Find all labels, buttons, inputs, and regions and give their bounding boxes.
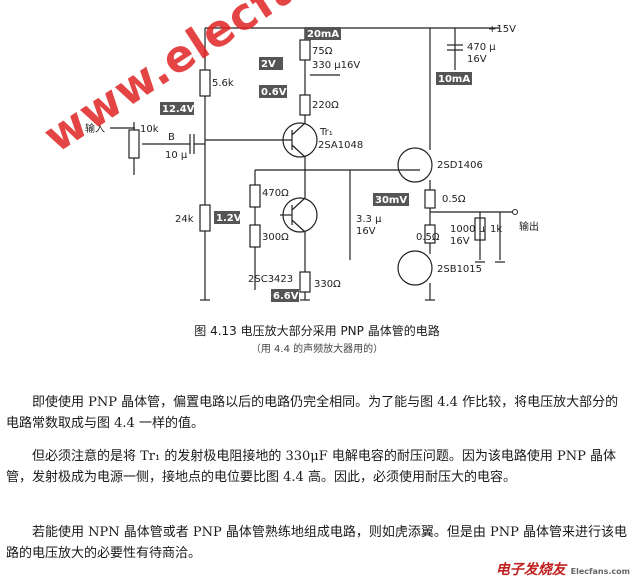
c-out-v: 16V	[450, 236, 470, 247]
tr1-label: Tr₁	[319, 127, 333, 138]
input-label: 输入	[85, 122, 105, 135]
logo-sub: Elecfans.com	[570, 567, 630, 576]
c-supply-v: 16V	[467, 54, 487, 65]
current-20ma: 20mA	[307, 29, 339, 40]
c-bias-v: 16V	[356, 226, 376, 237]
voltage-06v: 0.6V	[261, 87, 287, 98]
site-logo: 电子发烧友 Elecfans.com	[496, 559, 630, 579]
c-emitter: 330 μ16V	[312, 60, 360, 71]
r-220: 220Ω	[312, 100, 339, 111]
voltage-124v: 12.4V	[162, 104, 195, 115]
q-vas: 2SC3423	[248, 274, 293, 285]
circuit-schematic: 20mA 2V 0.6V 12.4V 1.2V 30mV 6.6V 10mA +…	[85, 24, 539, 302]
voltage-30mv: 30mV	[375, 195, 407, 206]
q-npn-out: 2SD1406	[437, 160, 483, 171]
c-bias: 3.3 μ	[356, 214, 382, 225]
r-top-bias: 5.6k	[212, 78, 234, 89]
current-10ma: 10mA	[438, 74, 470, 85]
output-label: 输出	[519, 220, 539, 233]
figure-subcaption: （用 4.4 的声频放大器用的）	[250, 344, 384, 355]
r-330: 330Ω	[314, 279, 341, 290]
q-pnp-out: 2SB1015	[437, 264, 482, 275]
r-emitter-top: 75Ω	[312, 46, 333, 57]
r-470: 470Ω	[262, 188, 289, 199]
c-supply: 470 μ	[467, 42, 496, 53]
r-05b: 0.5Ω	[416, 232, 440, 243]
tr1-part: 2SA1048	[318, 140, 363, 151]
voltage-2v: 2V	[261, 59, 276, 70]
paragraph-1: 即使使用 PNP 晶体管，偏置电路以后的电路仍完全相同。为了能与图 4.4 作比…	[6, 395, 619, 431]
b-mark: B	[168, 132, 175, 143]
voltage-12v: 1.2V	[216, 213, 242, 224]
c-out: 1000 μ	[450, 224, 486, 235]
r-bottom-bias: 24k	[175, 214, 194, 225]
c-in: 10 μ	[165, 150, 188, 161]
paragraph-2: 但必须注意的是将 Tr₁ 的发射极电阻接地的 330μF 电解电容的耐压问题。因…	[6, 449, 617, 485]
r-05a: 0.5Ω	[442, 194, 466, 205]
supply-label: +15V	[488, 24, 516, 35]
logo-main: 电子发烧友	[495, 562, 566, 578]
figure-caption: 图 4.13 电压放大部分采用 PNP 晶体管的电路	[194, 324, 440, 338]
vol-pot: 10k	[140, 124, 159, 135]
paragraph-3: 若能使用 NPN 晶体管或者 PNP 晶体管熟练地组成电路，则如虎添翼。但是由 …	[6, 525, 628, 561]
r-load: 1k	[490, 224, 502, 235]
r-300: 300Ω	[262, 232, 289, 243]
voltage-66v: 6.6V	[273, 291, 299, 302]
